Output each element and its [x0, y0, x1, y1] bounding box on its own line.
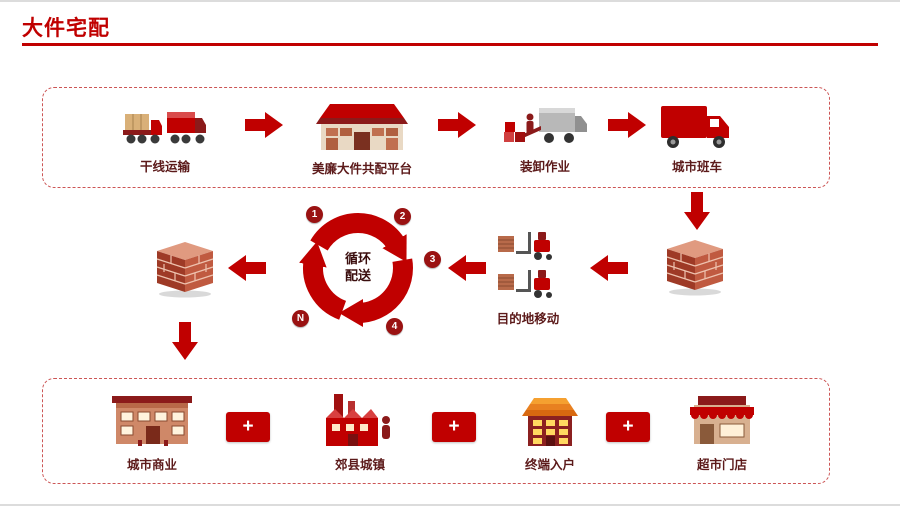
node-brick-pallet-right [663, 238, 727, 296]
loading-operation-icon-wrap [503, 100, 587, 150]
shared-platform-icon-wrap [316, 100, 408, 152]
terminal-home-label: 终端入户 [524, 458, 575, 472]
node-supermarket-store: 超市门店 [672, 394, 772, 473]
node-city-shuttle: 城市班车 [652, 98, 742, 175]
shop-building-icon [112, 396, 192, 446]
node-city-commerce: 城市商业 [102, 394, 202, 473]
plus-tile: + [226, 412, 270, 442]
supermarket-store-icon-wrap [684, 394, 760, 448]
brick-pallet-icon [156, 242, 214, 298]
bottom-flow-container [42, 378, 830, 484]
destination-move-label: 目的地移动 [496, 312, 560, 326]
node-trunk-transport: 干线运输 [113, 100, 217, 175]
plus-tile: + [432, 412, 476, 442]
suburb-town-icon-wrap [324, 392, 396, 448]
delivery-truck-icon [661, 106, 729, 148]
terminal-home-icon-wrap [520, 394, 580, 448]
forklift-icon [498, 232, 552, 298]
node-suburb-town: 郊县城镇 [305, 392, 415, 473]
storefront-icon [690, 396, 754, 444]
top-flow-container [42, 87, 830, 188]
cycle-step-badge-3: 3 [424, 251, 441, 268]
city-shuttle-label: 城市班车 [671, 160, 722, 174]
city-shuttle-icon-wrap [661, 98, 733, 150]
cycle-step-badge-n: N [292, 310, 309, 327]
supermarket-store-label: 超市门店 [696, 458, 747, 472]
trunk-transport-icon-wrap [123, 100, 207, 150]
loading-icon [504, 108, 587, 143]
title-divider [22, 43, 878, 46]
right-arrow-icon [438, 112, 476, 138]
city-commerce-icon-wrap [110, 394, 194, 448]
residence-building-icon [522, 398, 578, 446]
cycle-step-badge-1: 1 [306, 206, 323, 223]
suburb-town-label: 郊县城镇 [334, 458, 385, 472]
factory-icon [326, 394, 390, 446]
node-shared-platform: 美廉大件共配平台 [297, 100, 427, 177]
left-arrow-icon [448, 255, 486, 281]
node-destination-move: 目的地移动 [488, 228, 568, 327]
shared-platform-label: 美廉大件共配平台 [311, 162, 412, 176]
cycle-center-label: 循环配送 [344, 251, 371, 283]
cycle-step-badge-2: 2 [394, 208, 411, 225]
page-title: 大件宅配 [22, 17, 110, 40]
right-arrow-icon [608, 112, 646, 138]
bottom-edge-line [0, 504, 900, 506]
right-arrow-icon [245, 112, 283, 138]
trunk-transport-label: 干线运输 [139, 160, 190, 174]
left-arrow-icon [228, 255, 266, 281]
node-loading-operation: 装卸作业 [493, 100, 597, 175]
trucks-icon [123, 112, 206, 144]
node-brick-pallet-left [153, 240, 217, 298]
loading-operation-label: 装卸作业 [519, 160, 570, 174]
warehouse-icon [316, 104, 408, 150]
brick-pallet-icon [666, 240, 724, 296]
top-edge-line [0, 0, 900, 2]
cycle-arrows-icon [299, 213, 413, 327]
city-commerce-label: 城市商业 [126, 458, 177, 472]
cycle-step-badge-4: 4 [386, 318, 403, 335]
plus-tile: + [606, 412, 650, 442]
left-arrow-icon [590, 255, 628, 281]
down-arrow-icon [172, 322, 198, 360]
destination-move-icon-wrap [496, 228, 560, 302]
down-arrow-icon [684, 192, 710, 230]
node-terminal-home: 终端入户 [500, 394, 600, 473]
